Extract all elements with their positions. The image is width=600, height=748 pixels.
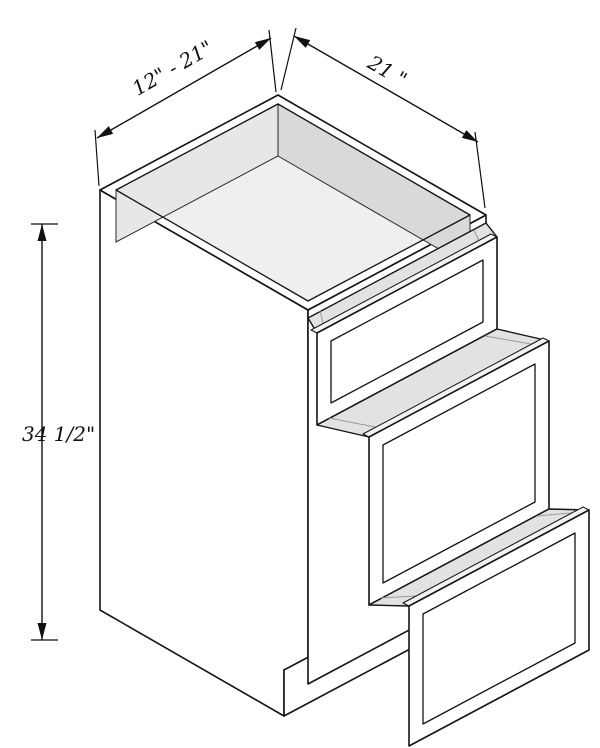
width-extension-line-front [94,129,100,187]
depth-dimension-label: 21 " [363,50,411,92]
width-extension-line-back [268,29,277,93]
depth-arrowhead-right [461,130,478,142]
depth-dimension-line [293,35,479,143]
width-arrowhead-left [97,126,114,138]
drawer-bottom-face-panel [422,532,576,725]
drawer-top-box-side-right [473,229,480,242]
drawer-middle-face-panel [382,363,536,584]
drawer-bottom-box-side-left [380,595,416,599]
width-dimension-label: 12" - 21" [128,35,217,100]
width-dimension-line [96,37,272,139]
drawer-top-box-side-left [319,310,324,324]
drawer-middle-box-side-right [484,335,532,345]
drawer-top-face-panel [330,259,484,404]
drawer-middle-box-side-left [328,417,376,428]
width-arrowhead-right [254,38,271,50]
height-arrowhead-top [37,224,47,241]
height-arrowhead-bottom [37,623,47,640]
depth-extension-line-front [474,131,486,209]
height-dimension-label: 34 1/2" [22,422,95,446]
drawer-bottom [368,506,590,747]
depth-arrowhead-left [294,36,311,48]
depth-extension-line-back [280,27,297,91]
drawer-bottom-box-side-right [536,512,572,517]
drawer-top [307,222,498,426]
height-dimension: 34 1/2" [22,223,95,641]
cabinet-rim-inner-edge [115,103,471,302]
drawer-bottom-face [408,509,590,747]
drawer-middle [316,328,550,606]
